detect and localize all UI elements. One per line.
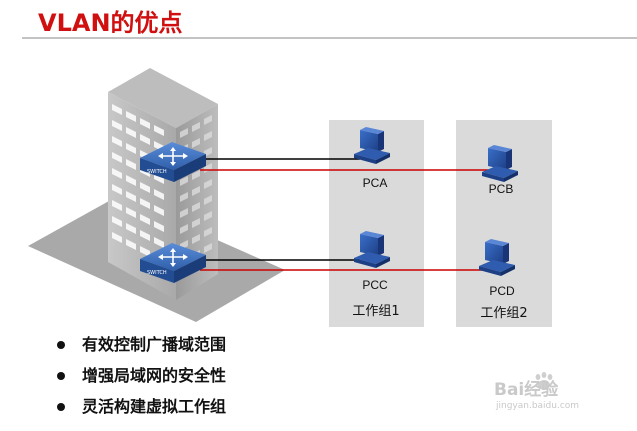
pc-icon-pcb <box>482 145 518 182</box>
list-item-text: 灵活构建虚拟工作组 <box>82 397 227 416</box>
office-building-icon <box>108 68 218 300</box>
list-item-text: 有效控制广播域范围 <box>82 335 227 354</box>
list-item-text: 增强局域网的安全性 <box>82 366 227 385</box>
pc-label-pca: PCA <box>362 176 388 190</box>
switch-label: SWITCH <box>147 169 167 175</box>
baidu-jingyan-watermark: Bai经验 jingyan.baidu.com <box>494 372 579 411</box>
advantages-list: 有效控制广播域范围 增强局域网的安全性 灵活构建虚拟工作组 <box>54 331 226 424</box>
list-item: 增强局域网的安全性 <box>54 362 226 393</box>
pc-label-pcc: PCC <box>362 278 388 292</box>
watermark-url: jingyan.baidu.com <box>495 401 579 411</box>
switch-icon-lower: SWITCH <box>140 243 206 283</box>
list-item: 有效控制广播域范围 <box>54 331 226 362</box>
switch-label: SWITCH <box>147 270 167 276</box>
page-title: VLAN的优点 <box>38 9 183 37</box>
pc-label-pcb: PCB <box>488 182 514 196</box>
title-divider <box>22 37 637 39</box>
pc-label-pcd: PCD <box>489 284 515 298</box>
bullet-icon <box>57 341 65 349</box>
watermark-brand: Bai经验 <box>494 379 559 400</box>
bullet-icon <box>57 372 65 380</box>
workgroup-2-label: 工作组2 <box>480 306 528 321</box>
workgroup-1-label: 工作组1 <box>352 304 400 319</box>
bullet-icon <box>57 403 65 411</box>
pc-icon-pcd <box>479 239 515 276</box>
pc-icon-pca <box>354 127 390 164</box>
switch-icon-upper: SWITCH <box>140 142 206 182</box>
list-item: 灵活构建虚拟工作组 <box>54 393 226 424</box>
pc-icon-pcc <box>354 231 390 268</box>
